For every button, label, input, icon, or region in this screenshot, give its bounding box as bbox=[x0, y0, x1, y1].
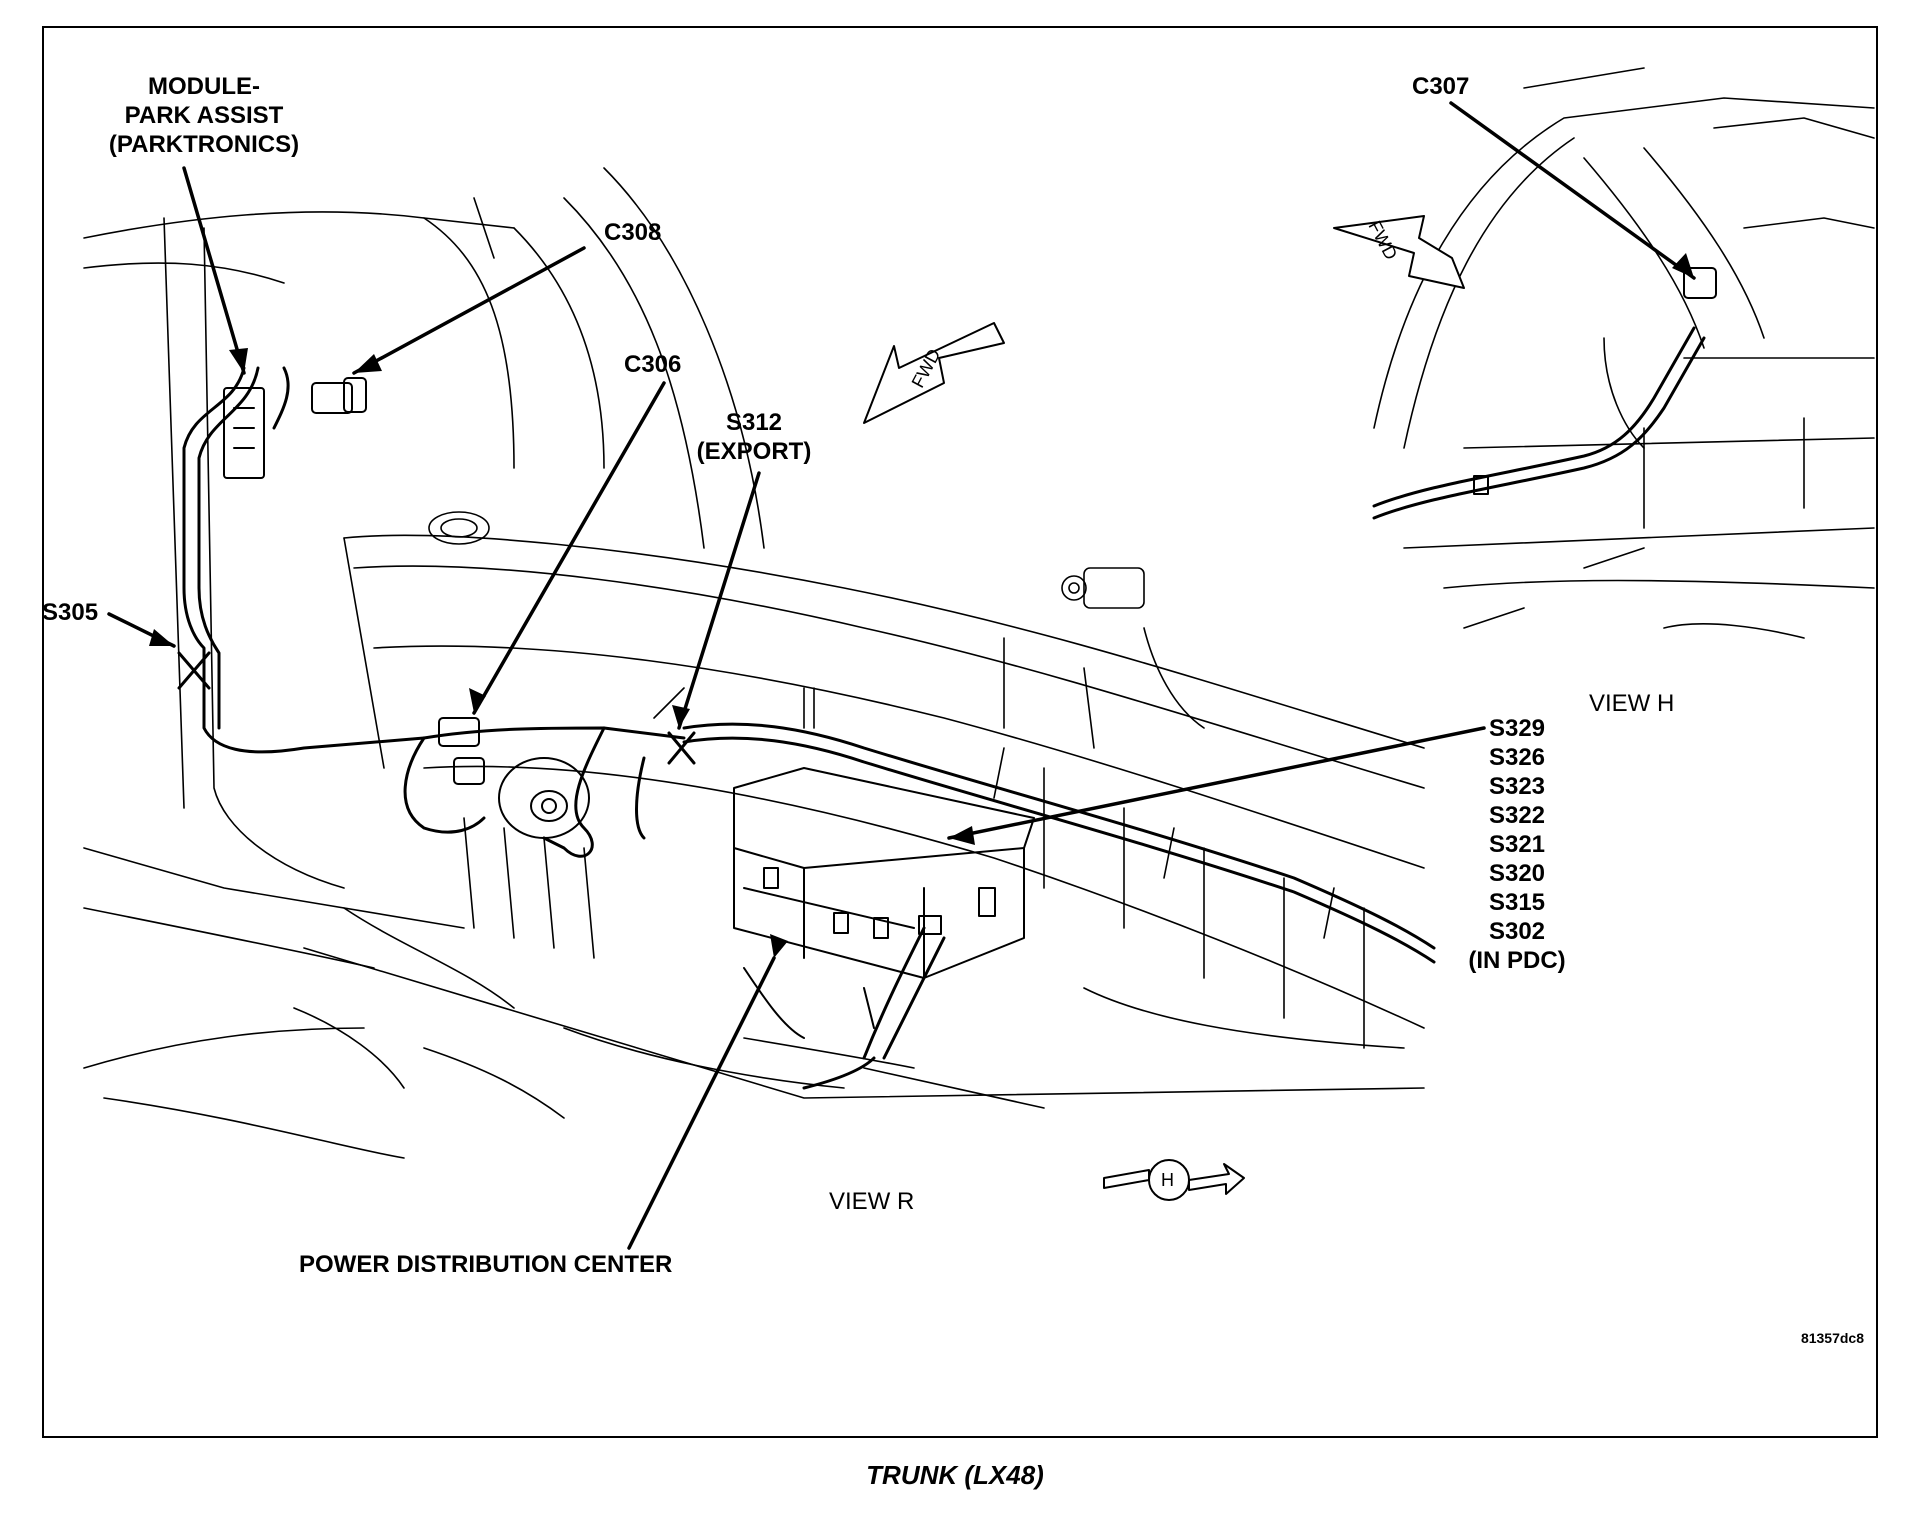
s312-label-line-1: S312 bbox=[725, 409, 783, 436]
trunk-body-lines bbox=[83, 167, 1425, 1159]
splice-marks bbox=[177, 651, 696, 765]
splice-s326: S326 bbox=[1488, 744, 1546, 771]
view-h-marker-label: H bbox=[1161, 1170, 1174, 1190]
grommet bbox=[498, 757, 590, 839]
c308-label: C308 bbox=[604, 219, 662, 246]
fwd-arrow-main bbox=[863, 322, 1005, 424]
splice-list-label: S329 S326 S323 S322 S321 S320 S315 S302 … bbox=[1452, 714, 1582, 975]
splice-s323: S323 bbox=[1488, 773, 1546, 800]
figure-id: 81357dc8 bbox=[1800, 1330, 1864, 1346]
harness-tabs bbox=[803, 687, 1335, 939]
splice-s302: S302 bbox=[1488, 918, 1546, 945]
splice-s320: S320 bbox=[1488, 860, 1546, 887]
c308-connector bbox=[311, 377, 367, 414]
pdc-label: POWER DISTRIBUTION CENTER bbox=[299, 1251, 673, 1278]
view-h-label: VIEW H bbox=[1589, 690, 1675, 717]
splice-s329: S329 bbox=[1488, 715, 1546, 742]
view-h-wire-clip bbox=[1473, 475, 1489, 495]
pdc-box bbox=[733, 767, 1035, 1039]
s312-label: S312 (EXPORT) bbox=[684, 408, 824, 466]
splice-s321: S321 bbox=[1488, 831, 1546, 858]
module-label-line-1: MODULE- bbox=[148, 73, 260, 100]
trunk-line-art bbox=[83, 67, 1875, 1250]
module-park-assist-label: MODULE- PARK ASSIST (PARKTRONICS) bbox=[99, 72, 309, 159]
park-assist-module bbox=[223, 387, 265, 479]
c307-connector bbox=[1683, 267, 1717, 299]
diagram-caption: TRUNK (LX48) bbox=[866, 1460, 1044, 1490]
splice-in-pdc: (IN PDC) bbox=[1468, 947, 1566, 974]
diagram-frame: MODULE- PARK ASSIST (PARKTRONICS) C308 C… bbox=[42, 26, 1878, 1438]
module-label-line-3: (PARKTRONICS) bbox=[108, 131, 300, 158]
c306-label: C306 bbox=[624, 351, 682, 378]
view-h-inset-lines bbox=[1373, 67, 1875, 639]
arrowheads bbox=[149, 253, 1694, 958]
s305-label: S305 bbox=[42, 599, 99, 626]
wire-harness bbox=[182, 366, 1436, 1090]
fwd-arrow-inset bbox=[1333, 215, 1465, 289]
c307-label: C307 bbox=[1412, 73, 1470, 100]
s312-label-line-2: (EXPORT) bbox=[696, 438, 812, 465]
module-label-line-2: PARK ASSIST bbox=[124, 102, 284, 129]
view-h-wire bbox=[1372, 326, 1706, 520]
splice-s322: S322 bbox=[1488, 802, 1546, 829]
view-h-marker bbox=[1103, 1159, 1245, 1201]
view-r-label: VIEW R bbox=[829, 1188, 915, 1215]
c306-connector bbox=[438, 717, 485, 785]
splice-s315: S315 bbox=[1488, 889, 1546, 916]
